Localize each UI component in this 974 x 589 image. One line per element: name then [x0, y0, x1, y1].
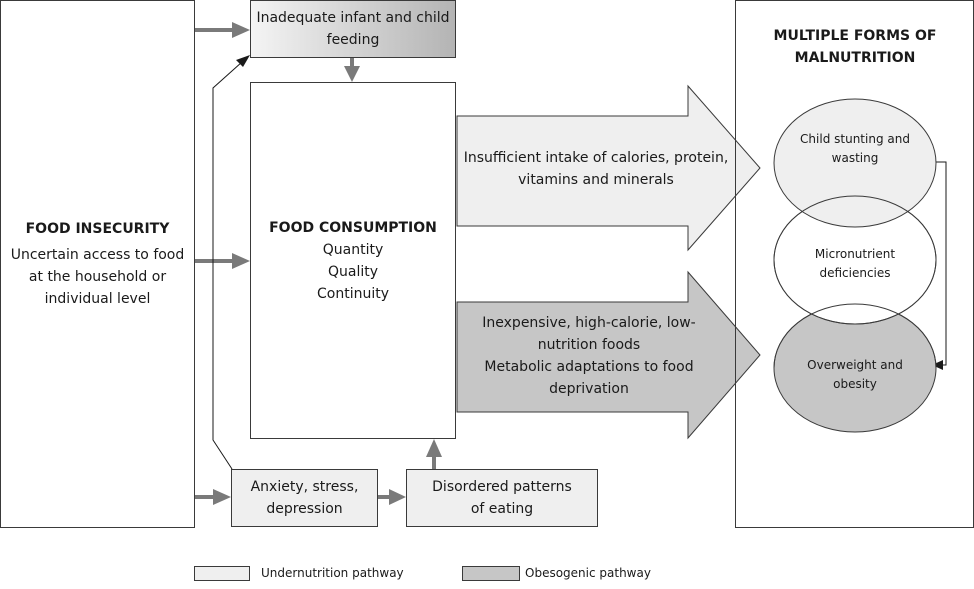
- obesogenic-arrow-text: Inexpensive, high-calorie, low- nutritio…: [458, 312, 720, 400]
- disordered-box: Disordered patterns of eating: [406, 469, 598, 527]
- disordered-line: of eating: [470, 501, 534, 517]
- stunting-label: Child stunting and wasting: [776, 130, 934, 168]
- legend-obesogenic-swatch: [462, 566, 520, 581]
- undernutrition-arrow-line: Insufficient intake of calories, protein…: [463, 150, 729, 166]
- infant-feeding-box: Inadequate infant and child feeding: [250, 0, 456, 58]
- food-consumption-line: Quantity: [322, 241, 384, 258]
- micronutrient-line: deficiencies: [819, 266, 891, 280]
- obesogenic-arrow-line: Inexpensive, high-calorie, low-: [482, 315, 696, 331]
- undernutrition-big-arrow: [456, 84, 761, 252]
- food-insecurity-line: Uncertain access to food: [10, 247, 185, 263]
- food-consumption-line: Continuity: [316, 285, 389, 302]
- ellipse-stunting: [773, 98, 937, 228]
- food-consumption-title: FOOD CONSUMPTION: [269, 219, 437, 236]
- stunting-line: wasting: [831, 151, 879, 165]
- food-consumption-line: Quality: [327, 263, 379, 280]
- malnutrition-title-line: MALNUTRITION: [794, 50, 916, 66]
- legend-undernutrition-label: Undernutrition pathway: [261, 566, 404, 580]
- infant-feeding-line: feeding: [326, 32, 380, 48]
- line-anxiety-to-feeding: [212, 55, 250, 470]
- food-insecurity-line: individual level: [44, 291, 151, 307]
- malnutrition-title-line: MULTIPLE FORMS OF: [773, 28, 937, 44]
- malnutrition-title: MULTIPLE FORMS OF MALNUTRITION: [736, 25, 974, 69]
- food-insecurity-line: at the household or: [28, 269, 167, 285]
- legend-obesogenic-label: Obesogenic pathway: [525, 566, 651, 580]
- obesogenic-arrow-line: nutrition foods: [537, 337, 641, 353]
- legend-undernutrition-swatch: [194, 566, 250, 581]
- infant-feeding-line: Inadequate infant and child: [256, 10, 450, 26]
- overweight-line: obesity: [833, 377, 877, 391]
- food-insecurity-box: FOOD INSECURITY Uncertain access to food…: [0, 0, 195, 528]
- arrow-feeding-to-consumption: [344, 58, 360, 82]
- food-consumption-box: FOOD CONSUMPTION Quantity Quality Contin…: [250, 82, 456, 439]
- anxiety-box: Anxiety, stress, depression: [231, 469, 378, 527]
- micronutrient-line: Micronutrient: [814, 247, 896, 261]
- undernutrition-arrow-line: vitamins and minerals: [518, 172, 674, 188]
- obesogenic-arrow-line: Metabolic adaptations to food: [484, 359, 694, 375]
- line-stunting-to-overweight: [932, 161, 947, 370]
- arrow-disordered-to-consumption: [426, 439, 442, 470]
- stunting-line: Child stunting and: [800, 132, 910, 146]
- disordered-line: Disordered patterns: [432, 479, 572, 495]
- undernutrition-arrow-text: Insufficient intake of calories, protein…: [458, 147, 734, 191]
- anxiety-line: Anxiety, stress,: [250, 479, 359, 495]
- arrow-insecurity-to-consumption: [195, 253, 250, 269]
- food-insecurity-title: FOOD INSECURITY: [25, 221, 170, 237]
- obesogenic-arrow-line: deprivation: [549, 381, 629, 397]
- overweight-line: Overweight and: [807, 358, 903, 372]
- arrow-anxiety-to-disordered: [378, 489, 406, 505]
- arrow-insecurity-to-feeding: [195, 22, 250, 38]
- micronutrient-label: Micronutrient deficiencies: [776, 245, 934, 283]
- overweight-label: Overweight and obesity: [776, 356, 934, 394]
- legend: Undernutrition pathway Obesogenic pathwa…: [0, 560, 974, 589]
- anxiety-line: depression: [266, 501, 343, 517]
- arrow-insecurity-to-anxiety: [195, 489, 231, 505]
- obesogenic-big-arrow: [456, 270, 761, 440]
